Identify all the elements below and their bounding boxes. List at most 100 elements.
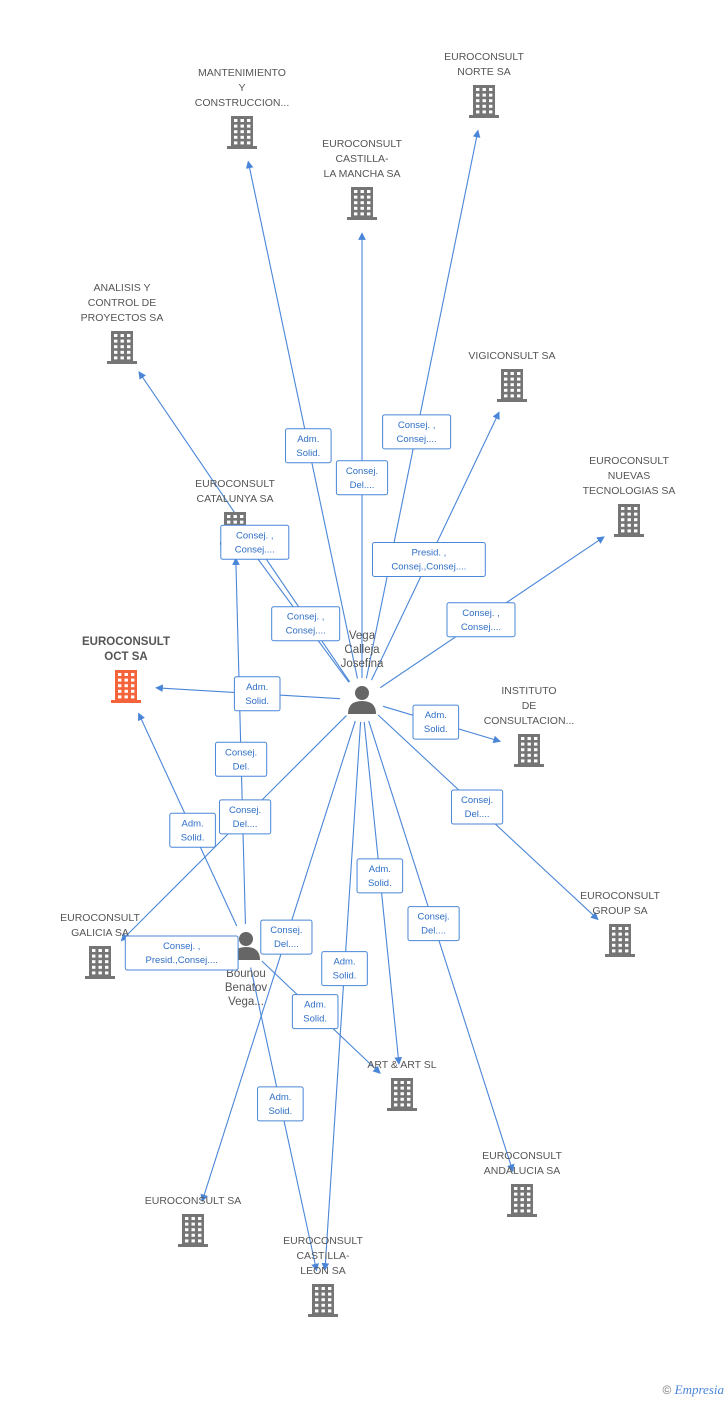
role-label[interactable]: Consej. Del.... — [407, 906, 460, 942]
role-label[interactable]: Consej. Del.... — [450, 789, 504, 825]
role-label[interactable]: Consej. , Consej.... — [220, 524, 290, 560]
company-name-line: ANDALUCIA SA — [484, 1165, 560, 1177]
company-name-line: CONTROL DE — [88, 297, 156, 309]
company-name-line: Y — [238, 82, 245, 94]
role-label[interactable]: Adm. Solid. — [233, 676, 281, 712]
company-name-line: EUROCONSULT — [580, 890, 660, 902]
company-node[interactable]: VIGICONSULT SA — [468, 350, 556, 402]
role-label[interactable]: Adm.Solid. — [257, 1086, 304, 1122]
role-text-line: Consej. , — [287, 612, 325, 623]
role-text-line: Consej. — [417, 912, 449, 923]
role-text-line: Consej. — [346, 466, 378, 477]
company-node[interactable]: ART & ART SL — [367, 1059, 437, 1111]
role-text-line: Adm. — [181, 818, 203, 829]
person-name-line: Bounou — [226, 968, 266, 980]
company-name-line: NUEVAS — [608, 470, 650, 482]
role-text-line: Consej. , — [163, 941, 201, 952]
company-name-line: CONSULTACION... — [484, 715, 575, 727]
company-node[interactable]: EUROCONSULT ANDALUCIA SA — [482, 1150, 562, 1217]
company-name-line: EUROCONSULT — [195, 478, 275, 490]
building-icon — [387, 1078, 417, 1111]
company-name-line: EUROCONSULT — [283, 1235, 363, 1247]
company-name-line: EUROCONSULT — [444, 51, 524, 63]
building-icon — [227, 116, 257, 149]
building-icon — [605, 924, 635, 957]
role-label[interactable]: Consej. ,Consej.... — [382, 414, 452, 450]
role-text-line: Adm. — [246, 682, 268, 693]
company-node[interactable]: EUROCONSULT OCT SA — [82, 636, 170, 703]
company-name-line: CONSTRUCCION... — [195, 97, 290, 109]
role-label[interactable]: Consej.Del. — [214, 741, 268, 777]
role-label[interactable]: Adm.Solid. — [321, 951, 368, 987]
role-label[interactable]: Consej. , Consej.... — [271, 606, 341, 642]
role-text-line: Consej. , — [236, 530, 274, 541]
role-text-line: Solid. — [245, 696, 269, 707]
company-name-line: EUROCONSULT — [482, 1150, 562, 1162]
company-name-line: EUROCONSULT — [82, 636, 170, 648]
person-name-line: Josefina — [341, 658, 384, 670]
role-text-line: Consej.... — [286, 626, 326, 637]
role-text-line: Consej. — [461, 795, 493, 806]
company-name-line: ART & ART SL — [367, 1059, 436, 1071]
company-name-line: EUROCONSULT — [60, 912, 140, 924]
relation-edge — [321, 721, 362, 1271]
role-label[interactable]: Consej. ,Consej.... — [446, 602, 516, 638]
role-label[interactable]: Presid. ,Consej.,Consej.... — [371, 542, 486, 578]
role-text-line: Solid. — [303, 1014, 327, 1025]
role-text-line: Del.... — [350, 480, 375, 491]
role-text-line: Solid. — [296, 448, 320, 459]
role-label[interactable]: Adm.Solid. — [356, 858, 404, 894]
company-name-line: DE — [522, 700, 537, 712]
role-text-line: Solid. — [181, 832, 205, 843]
role-label[interactable]: Consej. Del.... — [335, 460, 389, 496]
role-label[interactable]: Consej.Del.... — [218, 799, 272, 835]
role-text-line: Del.... — [465, 809, 490, 820]
company-node[interactable]: EUROCONSULT SA — [145, 1195, 241, 1247]
relation-edge — [232, 557, 246, 925]
role-label[interactable]: Adm.Solid. — [412, 704, 460, 740]
building-icon — [111, 670, 141, 703]
role-text-line: Del. — [233, 761, 250, 772]
company-name-line: TECNOLOGIAS SA — [583, 485, 676, 497]
role-text-line: Solid. — [424, 724, 448, 735]
company-name-line: MANTENIMIENTO — [198, 67, 286, 79]
company-name-line: VIGICONSULT SA — [468, 350, 555, 362]
role-label[interactable]: Adm. Solid. — [169, 812, 216, 848]
company-name-line: LEON SA — [300, 1265, 346, 1277]
company-node[interactable]: MANTENIMIENTO Y CONSTRUCCION... — [195, 67, 290, 149]
role-label[interactable]: Consej. ,Presid.,Consej.... — [124, 935, 239, 971]
building-icon — [178, 1214, 208, 1247]
role-text-line: Consej. — [270, 925, 302, 936]
role-text-line: Consej. , — [462, 608, 500, 619]
person-name-line: Vega... — [228, 996, 264, 1008]
company-name-line: CATALUNYA SA — [196, 493, 273, 505]
person-node[interactable]: BounouBenatovVega... — [225, 932, 267, 1008]
copyright-icon: © — [662, 1383, 672, 1397]
person-icon — [232, 932, 260, 960]
role-label[interactable]: Adm. Solid. — [284, 428, 332, 464]
brand-name[interactable]: Empresia — [674, 1382, 724, 1397]
company-name-line: OCT SA — [104, 651, 147, 663]
role-text-line: Consej.... — [235, 544, 275, 555]
building-icon — [85, 946, 115, 979]
role-label[interactable]: Adm.Solid. — [291, 994, 339, 1030]
building-icon — [347, 187, 377, 220]
role-text-line: Consej. — [229, 805, 261, 816]
building-icon — [497, 369, 527, 402]
role-text-line: Adm. — [369, 864, 391, 875]
building-icon — [469, 85, 499, 118]
company-node[interactable]: INSTITUTODECONSULTACION... — [484, 685, 575, 767]
role-label[interactable]: Consej.Del.... — [260, 919, 313, 955]
building-icon — [614, 504, 644, 537]
role-text-line: Adm. — [297, 434, 319, 445]
role-text-line: Del.... — [421, 926, 446, 937]
person-name-line: Calleja — [344, 644, 380, 656]
